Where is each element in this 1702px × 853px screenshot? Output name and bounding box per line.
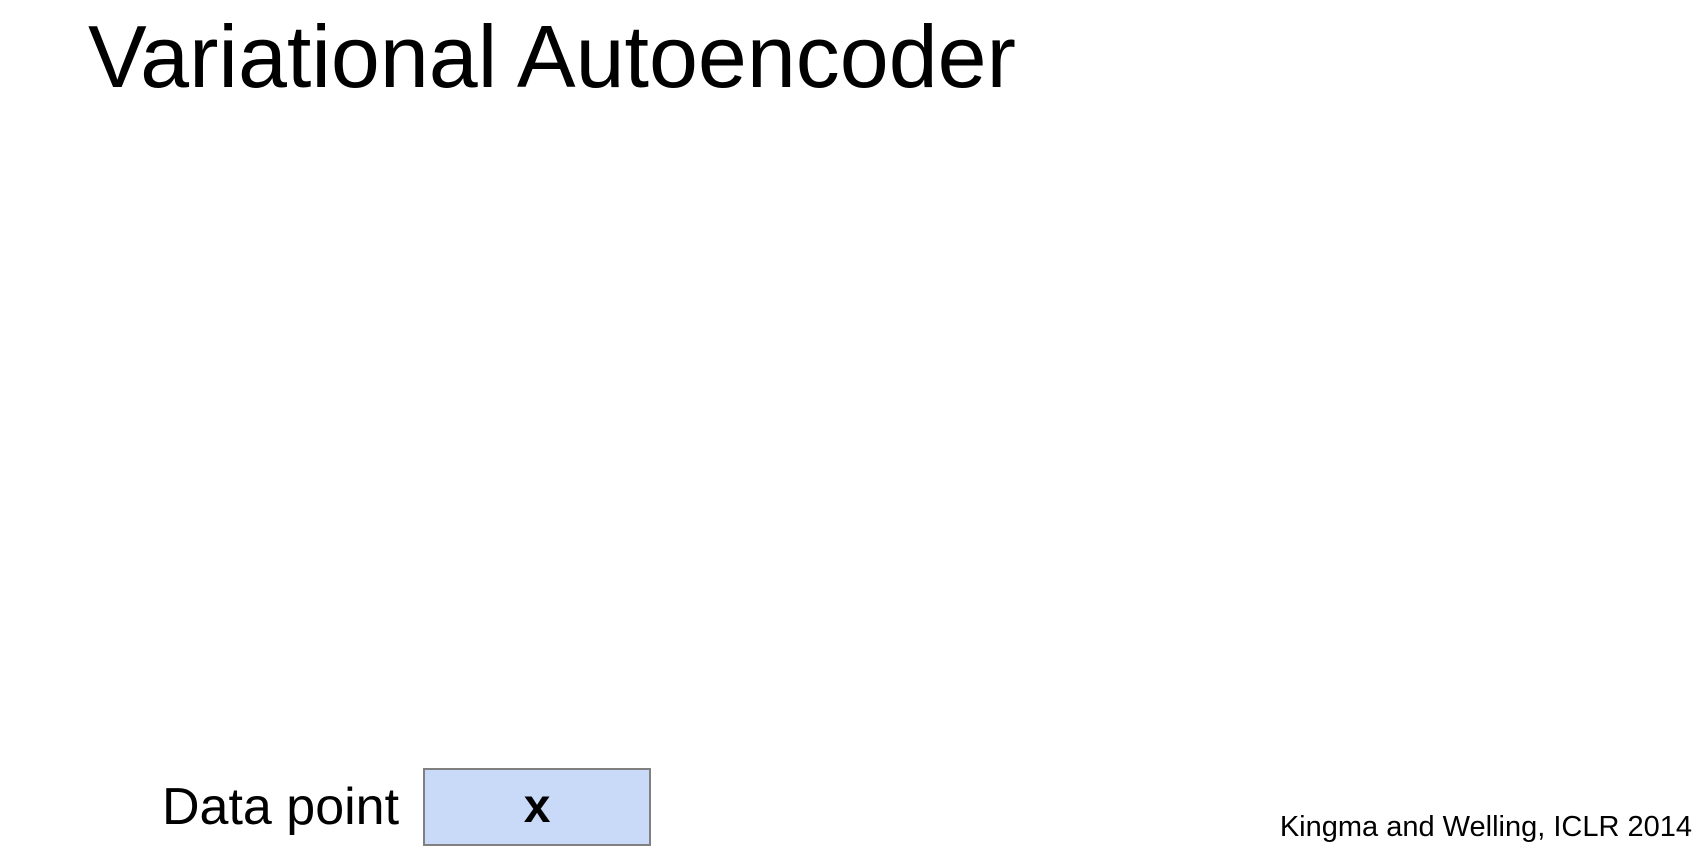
data-point-node-text: x: [523, 780, 551, 833]
slide-title: Variational Autoencoder: [88, 7, 1016, 106]
data-point-node-box: x: [423, 768, 652, 846]
data-point-label: Data point: [162, 778, 400, 836]
citation: Kingma and Welling, ICLR 2014: [1279, 811, 1692, 844]
data-point-row: Data point x: [162, 768, 652, 846]
